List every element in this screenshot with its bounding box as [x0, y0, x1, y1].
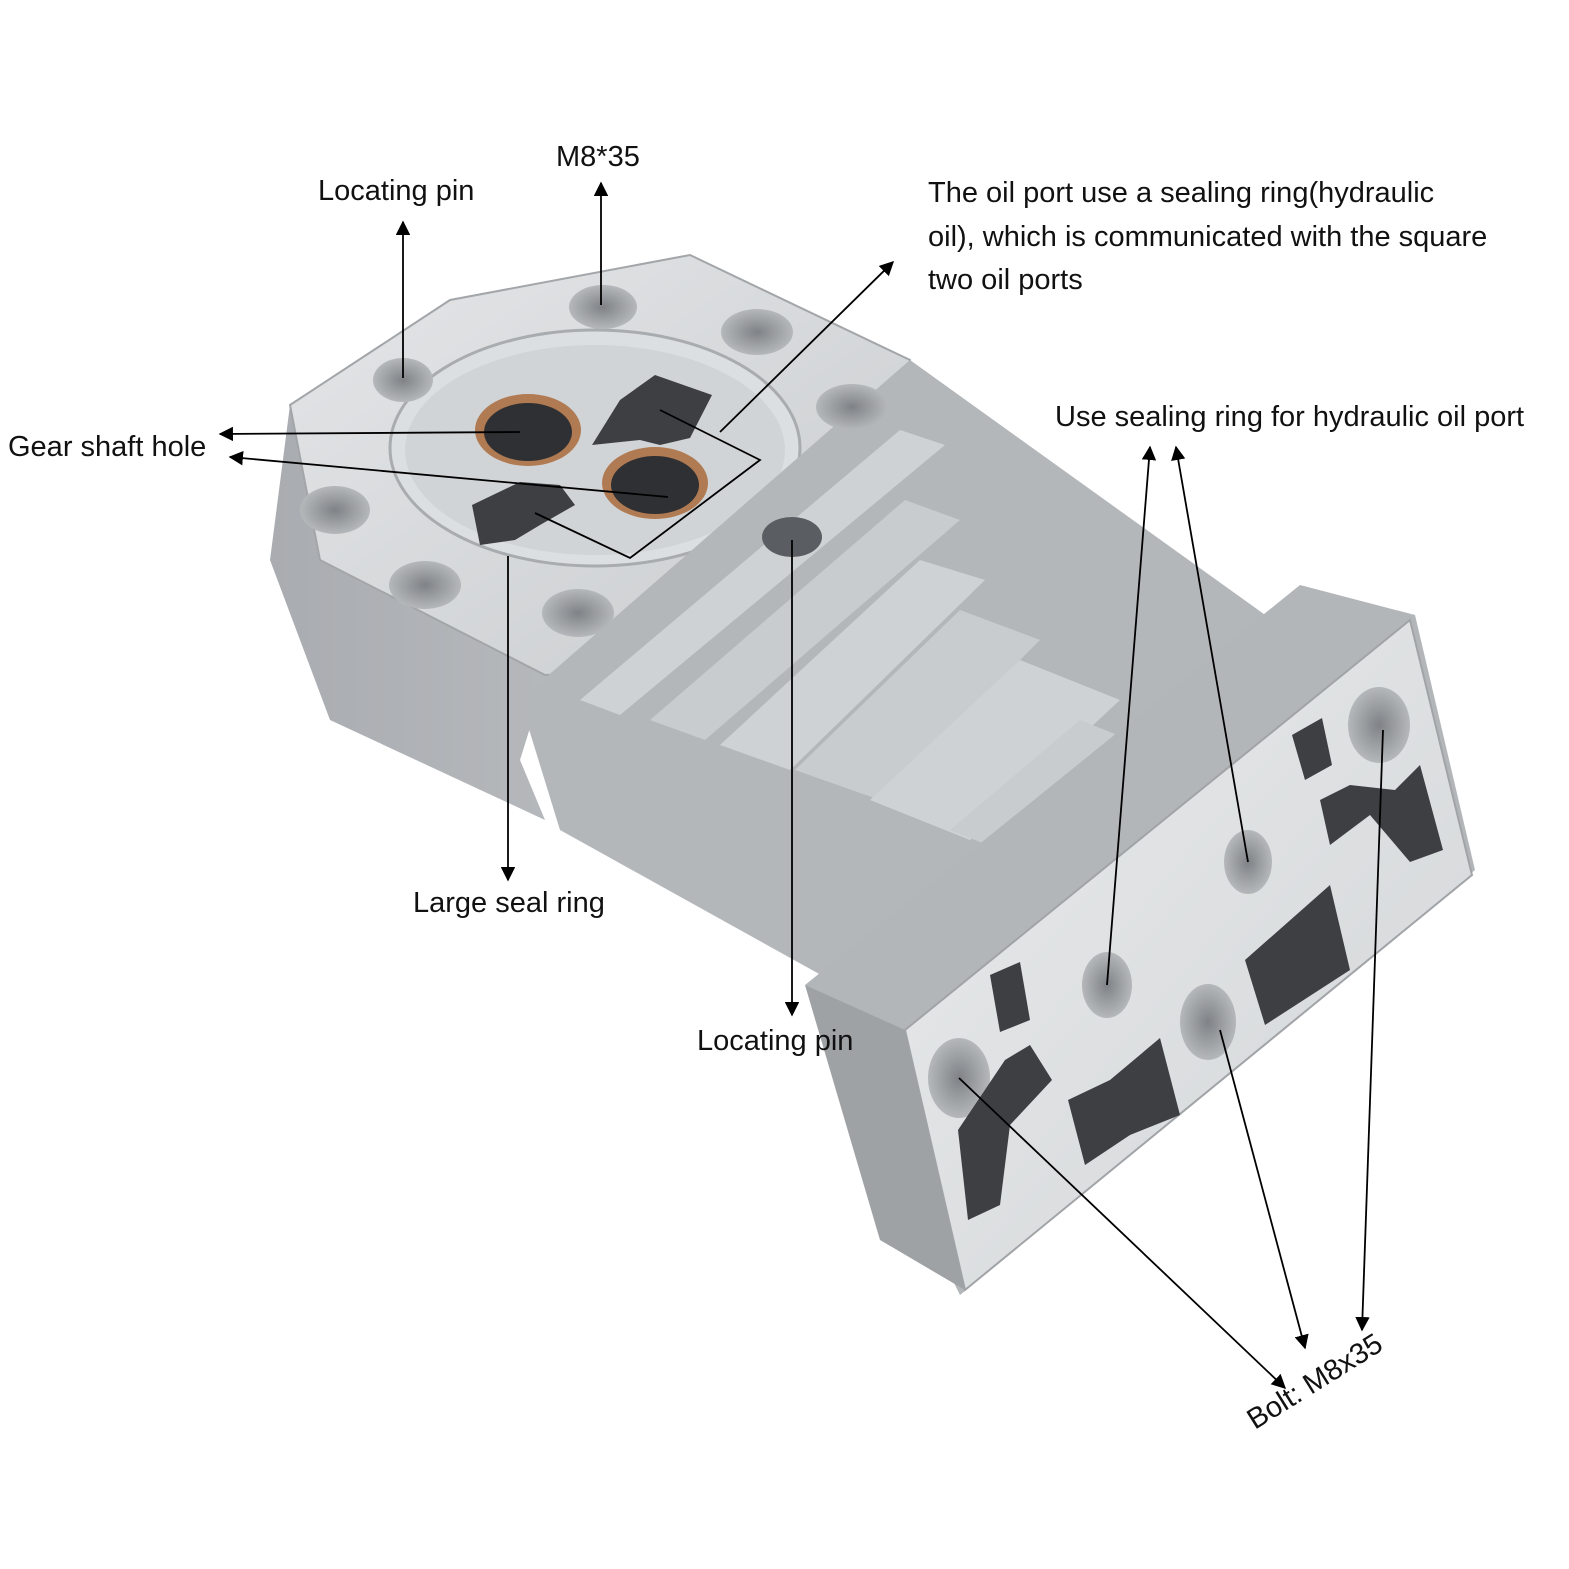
locating-pin-hole-top: [373, 358, 433, 402]
leader-hyd-2: [1171, 445, 1249, 863]
leader-gear-shaft-1: [218, 426, 521, 442]
leader-oil-port: [534, 409, 762, 560]
label-gear-shaft-hole: Gear shaft hole: [8, 431, 207, 463]
leader-bolt-3: [1355, 729, 1384, 1332]
leader-gear-shaft-2: [228, 451, 669, 498]
locating-pin-hole-right: [762, 517, 822, 557]
square-oil-ports: [472, 375, 712, 545]
label-m8-35: M8*35: [556, 141, 640, 173]
label-hydraulic-port: Use sealing ring for hydraulic oil port: [1055, 401, 1525, 433]
leader-bolt-1: [958, 1077, 1287, 1389]
bolt-hole-right: [1348, 687, 1410, 763]
label-locating-pin-top: Locating pin: [318, 175, 475, 207]
callout-lines: [218, 181, 1384, 1389]
leader-bolt-2: [1219, 1029, 1309, 1350]
end-face-ports: [928, 687, 1443, 1220]
label-large-seal-ring: Large seal ring: [413, 887, 605, 919]
leader-oil-port-arrow: [719, 260, 895, 433]
gear-shaft-holes: [475, 394, 708, 519]
label-oil-port-note: The oil port use a sealing ring(hydrauli…: [928, 177, 1488, 296]
label-locating-pin-bottom: Locating pin: [697, 1025, 854, 1057]
leader-hyd-1: [1106, 445, 1157, 986]
mounting-holes-top: [300, 285, 888, 637]
